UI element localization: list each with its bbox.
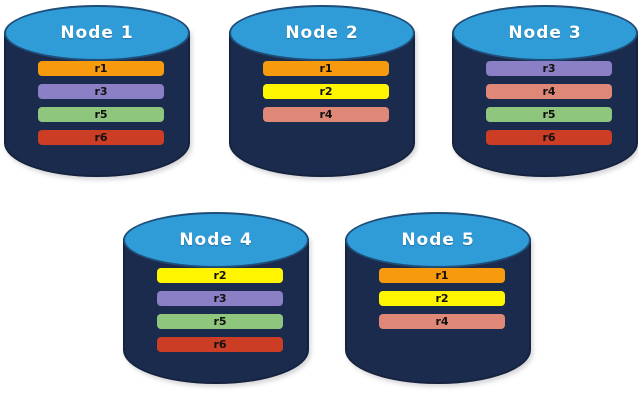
node-cylinder-1[interactable]: Node 1 r1 r3 r5 r6 [4, 5, 190, 183]
replica-bar[interactable]: r2 [157, 268, 283, 283]
replica-list: r1 r3 r5 r6 [38, 61, 164, 145]
replica-bar[interactable]: r5 [38, 107, 164, 122]
replica-bar[interactable]: r2 [263, 84, 389, 99]
replica-bar[interactable]: r4 [379, 314, 505, 329]
replica-bar[interactable]: r3 [157, 291, 283, 306]
replica-bar[interactable]: r3 [38, 84, 164, 99]
node-label: Node 5 [401, 230, 475, 250]
replica-label: r3 [542, 62, 556, 75]
node-cylinder-2[interactable]: Node 2 r1 r2 r4 [229, 5, 415, 183]
cylinder-top-ellipse: Node 5 [345, 212, 531, 268]
replica-list: r1 r2 r4 [263, 61, 389, 122]
replica-bar[interactable]: r5 [157, 314, 283, 329]
node-label: Node 1 [60, 23, 134, 43]
replica-label: r6 [94, 131, 108, 144]
replica-label: r5 [542, 108, 556, 121]
replica-label: r4 [435, 315, 449, 328]
replica-label: r3 [94, 85, 108, 98]
replica-list: r3 r4 r5 r6 [486, 61, 612, 145]
cylinder-top-ellipse: Node 3 [452, 5, 638, 61]
replica-label: r2 [319, 85, 333, 98]
cylinder-top-ellipse: Node 4 [123, 212, 309, 268]
replica-label: r1 [94, 62, 108, 75]
replica-bar[interactable]: r6 [38, 130, 164, 145]
replica-label: r5 [213, 315, 227, 328]
replica-label: r4 [542, 85, 556, 98]
node-cylinder-3[interactable]: Node 3 r3 r4 r5 r6 [452, 5, 638, 183]
replica-label: r1 [319, 62, 333, 75]
replica-bar[interactable]: r6 [157, 337, 283, 352]
replica-bar[interactable]: r4 [263, 107, 389, 122]
replica-bar[interactable]: r6 [486, 130, 612, 145]
replica-bar[interactable]: r1 [379, 268, 505, 283]
replica-label: r5 [94, 108, 108, 121]
node-label: Node 2 [285, 23, 359, 43]
node-cylinder-5[interactable]: Node 5 r1 r2 r4 [345, 212, 531, 390]
replica-bar[interactable]: r1 [263, 61, 389, 76]
node-label: Node 3 [508, 23, 582, 43]
replica-list: r1 r2 r4 [379, 268, 505, 329]
replica-label: r6 [213, 338, 227, 351]
node-label: Node 4 [179, 230, 253, 250]
replica-bar[interactable]: r1 [38, 61, 164, 76]
cylinder-top-ellipse: Node 1 [4, 5, 190, 61]
replica-bar[interactable]: r4 [486, 84, 612, 99]
replica-label: r2 [435, 292, 449, 305]
replica-bar[interactable]: r2 [379, 291, 505, 306]
node-cylinder-4[interactable]: Node 4 r2 r3 r5 r6 [123, 212, 309, 390]
replica-label: r3 [213, 292, 227, 305]
replica-list: r2 r3 r5 r6 [157, 268, 283, 352]
replica-label: r1 [435, 269, 449, 282]
replica-label: r2 [213, 269, 227, 282]
replica-bar[interactable]: r5 [486, 107, 612, 122]
cylinder-top-ellipse: Node 2 [229, 5, 415, 61]
replica-label: r6 [542, 131, 556, 144]
replica-bar[interactable]: r3 [486, 61, 612, 76]
replica-label: r4 [319, 108, 333, 121]
